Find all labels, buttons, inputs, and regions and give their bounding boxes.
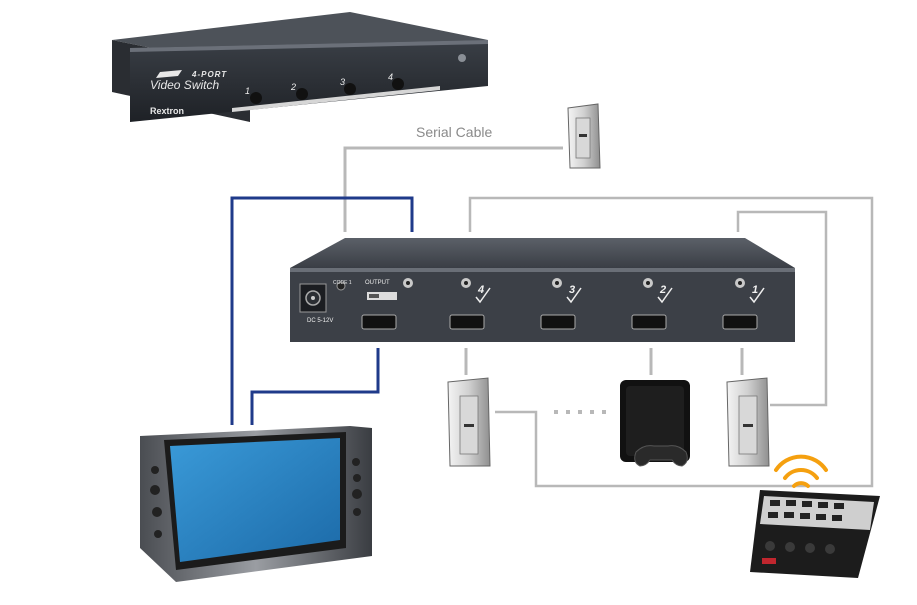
- product-title-line2: Video Switch: [150, 78, 220, 92]
- check-marks: [475, 287, 765, 304]
- hdmi-cable-tv-serial: [230, 196, 414, 425]
- front-select-buttons: [250, 78, 404, 104]
- hdmi-output-port: [361, 314, 397, 330]
- front-button-1: [250, 92, 262, 104]
- hdmi-input-port-2: [631, 314, 667, 330]
- switch-front-view: [112, 12, 488, 122]
- hdmi-ports: [361, 314, 758, 330]
- wireless-signal-icon: [774, 454, 828, 488]
- tv-speaker-left: [150, 466, 162, 538]
- dc-power-label: DC 5-12V: [307, 318, 334, 324]
- hdmi-cable-output-tv: [250, 348, 380, 425]
- output-label: OUTPUT: [365, 280, 390, 286]
- cable-port1-pc: [736, 210, 828, 407]
- dotted-continuation: [554, 410, 606, 414]
- input-port-label-3: 3: [569, 284, 576, 296]
- game-console-icon: [620, 380, 690, 462]
- hdmi-input-port-1: [722, 314, 758, 330]
- input-port-label-4: 4: [478, 284, 485, 296]
- pc-tower-icon: [726, 377, 770, 467]
- input-port-label-1: 1: [752, 284, 759, 296]
- input-port-label-2: 2: [660, 284, 667, 296]
- front-button-2: [296, 88, 308, 100]
- switch-back-panel: [290, 238, 795, 342]
- pc-tower-icon: [447, 377, 491, 467]
- front-button-label-2: 2: [291, 82, 297, 92]
- product-title-line1: 4-PORT: [192, 70, 228, 79]
- brand-label: Rextron: [150, 106, 185, 116]
- tv-speaker-right: [352, 458, 362, 516]
- serial-cable-label: Serial Cable: [416, 124, 493, 140]
- pc-tower-icon: [567, 103, 601, 169]
- front-button-label-3: 3: [340, 77, 346, 87]
- serial-jacks: [403, 278, 745, 288]
- hdmi-input-port-3: [540, 314, 576, 330]
- tv-monitor-icon: [140, 426, 372, 582]
- front-button-label-4: 4: [388, 72, 394, 82]
- front-button-label-1: 1: [245, 86, 251, 96]
- front-button-4: [392, 78, 404, 90]
- remote-control-icon: [750, 490, 880, 578]
- front-button-3: [344, 83, 356, 95]
- gamepad-icon: [634, 445, 688, 467]
- cable-port4-pc: [468, 196, 874, 488]
- serial-cable: [343, 146, 563, 232]
- code-label: CODE 1: [333, 280, 352, 286]
- hdmi-input-port-4: [449, 314, 485, 330]
